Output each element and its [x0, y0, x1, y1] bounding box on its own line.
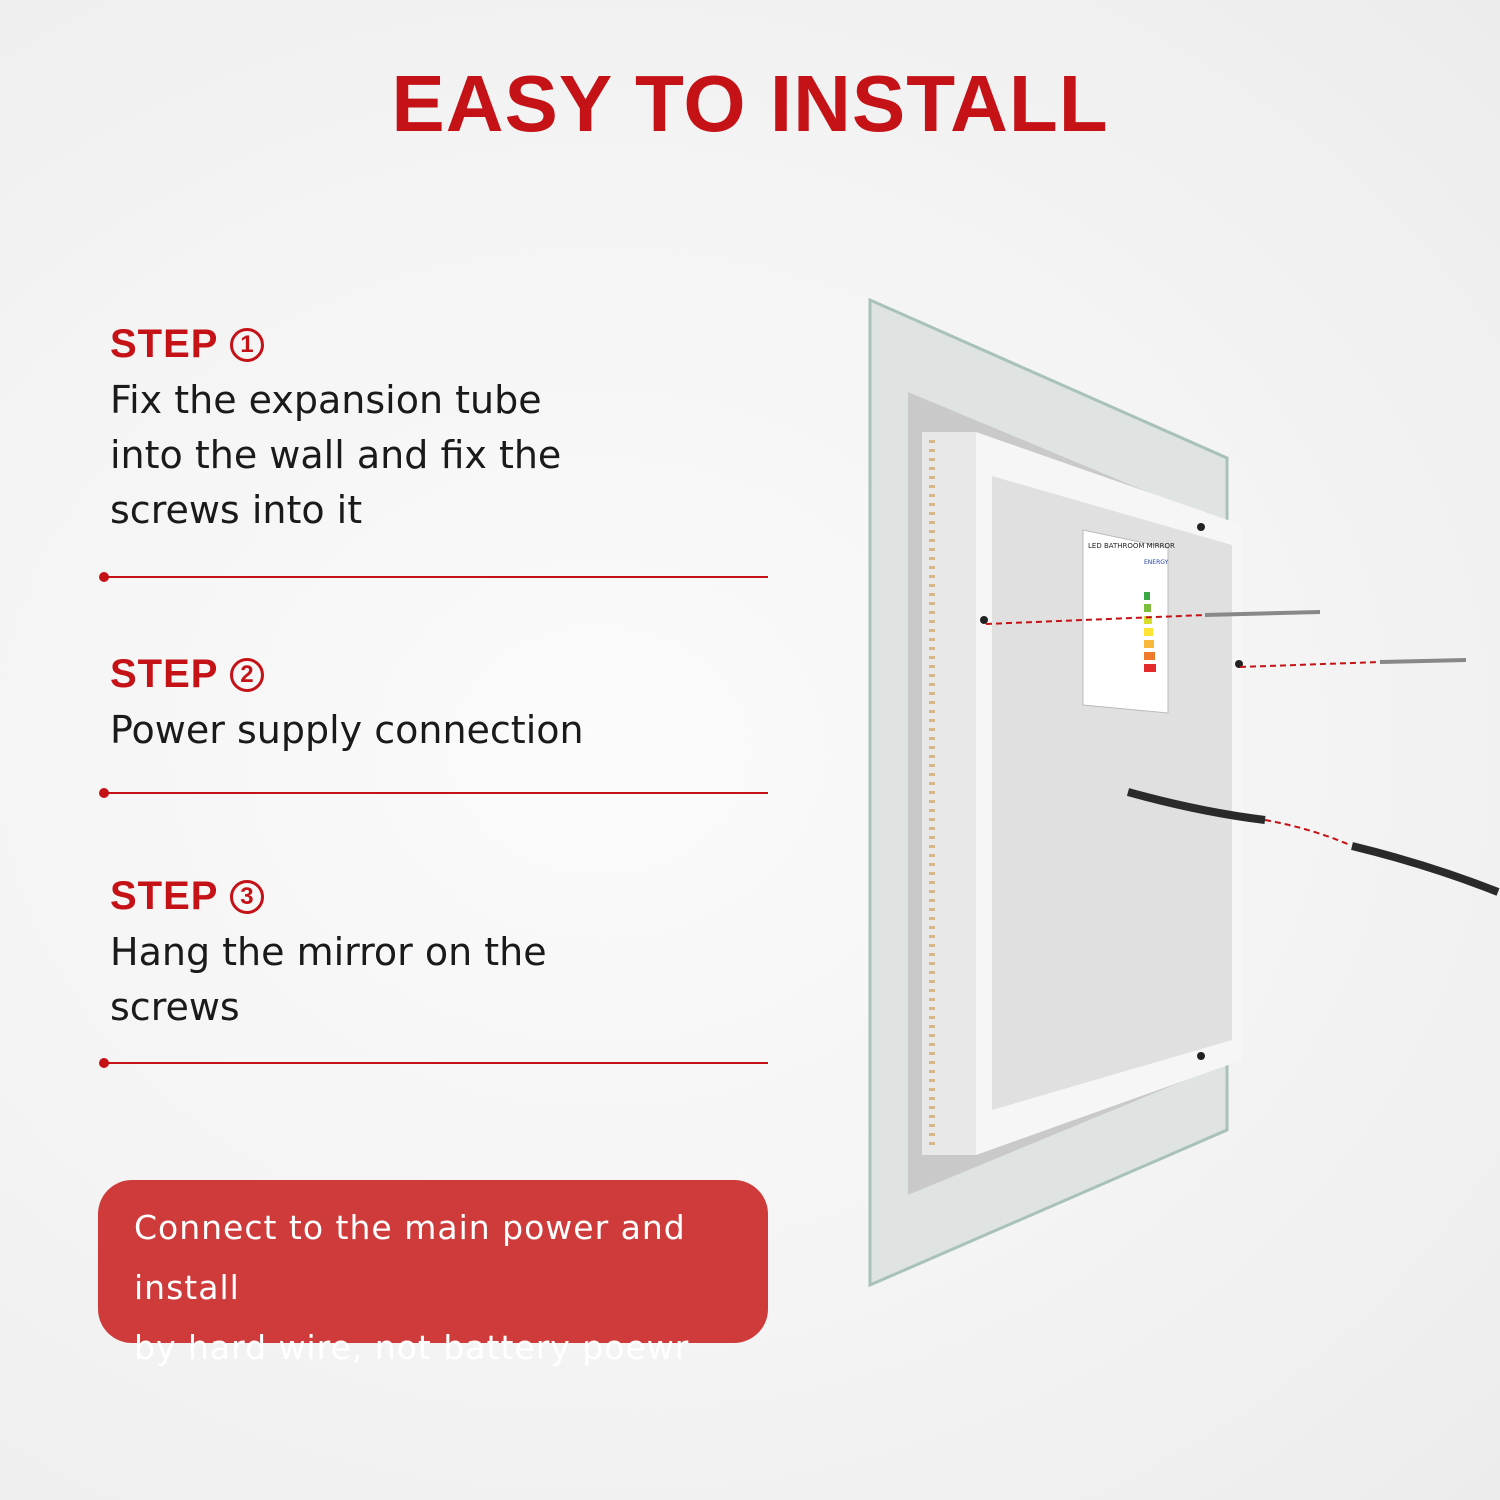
step-label: STEP	[110, 652, 219, 696]
divider	[99, 788, 768, 798]
step-label: STEP	[110, 322, 219, 366]
step-2: STEP 2 Power supply connection	[110, 652, 670, 758]
product-label: LED BATHROOM MIRROR ENERGY	[1082, 529, 1175, 714]
divider	[99, 572, 768, 582]
step-text: Fix the expansion tube into the wall and…	[110, 378, 562, 532]
step-number: 3	[230, 879, 265, 914]
step-number: 2	[230, 657, 265, 692]
screw-icon	[1204, 610, 1467, 664]
power-cable-wall	[1351, 842, 1500, 896]
frame-side	[922, 432, 976, 1155]
step-1: STEP 1 Fix the expansion tube into the wa…	[110, 322, 610, 538]
note-line-1: Connect to the main power and install	[134, 1208, 686, 1307]
label-energy: ENERGY	[1144, 559, 1169, 566]
back-panel	[992, 476, 1232, 1110]
step-3: STEP 3 Hang the mirror on the screws	[110, 874, 610, 1035]
label-title: LED BATHROOM MIRROR	[1088, 542, 1175, 550]
divider	[99, 1058, 768, 1068]
step-number: 1	[230, 327, 265, 362]
mounting-holes	[980, 523, 1243, 1060]
step-text: Hang the mirror on the screws	[110, 930, 547, 1029]
power-note: Connect to the main power and install by…	[98, 1180, 768, 1367]
power-cable	[1126, 788, 1266, 824]
note-line-2: by hard wire, not battery poewr	[134, 1328, 690, 1367]
step-text: Power supply connection	[110, 708, 584, 752]
install-guides	[985, 614, 1381, 846]
step-label: STEP	[110, 874, 219, 918]
page-title: EASY TO INSTALL	[391, 59, 1109, 148]
